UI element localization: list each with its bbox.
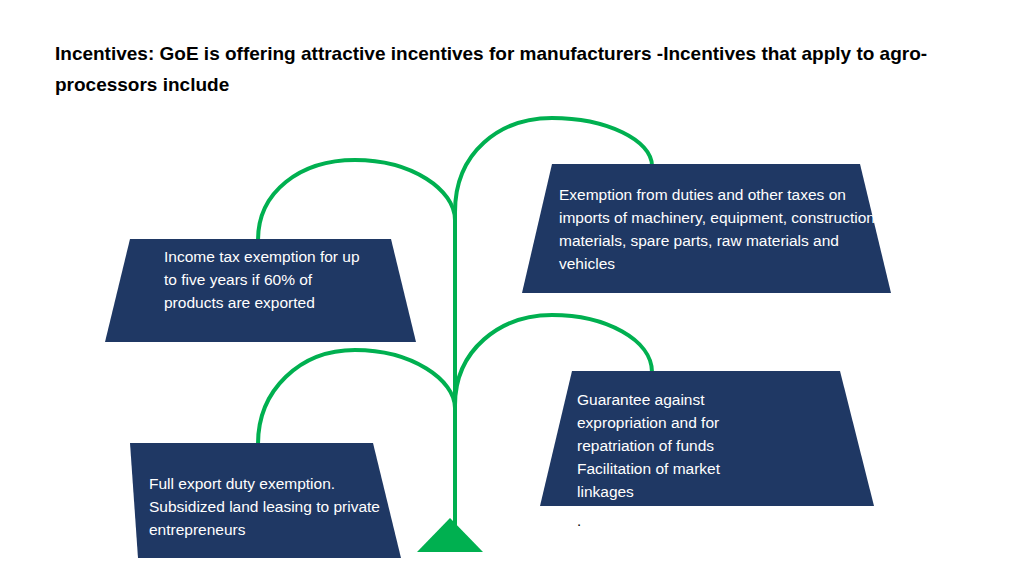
box-text: Exemption from duties and other taxes on…	[559, 183, 879, 275]
incentive-box: Guarantee against expropriation and for …	[540, 371, 874, 506]
tree-branch	[258, 160, 455, 240]
tree-stem	[453, 208, 457, 525]
box-text: Full export duty exemption.	[149, 472, 389, 495]
box-text: Guarantee against expropriation and for …	[577, 388, 757, 457]
box-text: Subsidized land leasing to private entre…	[149, 495, 389, 541]
box-text: Income tax exemption for up to five year…	[164, 245, 369, 314]
incentive-box: Full export duty exemption.Subsidized la…	[130, 443, 401, 558]
text-area: Exemption from duties and other taxes on…	[559, 183, 879, 275]
box-text: Facilitation of market linkages	[577, 457, 757, 503]
trapezoid-fill	[105, 239, 416, 342]
stray-mark: .	[577, 511, 581, 531]
incentive-box: Income tax exemption for up to five year…	[105, 239, 416, 342]
trapezoid-fill	[540, 371, 874, 506]
text-area: Guarantee against expropriation and for …	[577, 388, 757, 503]
trapezoid-shape	[522, 164, 891, 293]
trapezoid-fill	[130, 443, 401, 558]
text-area: Full export duty exemption.Subsidized la…	[149, 472, 389, 541]
tree-base	[417, 518, 483, 552]
text-area: Income tax exemption for up to five year…	[164, 245, 369, 314]
trapezoid-fill	[522, 164, 891, 293]
tree-branch	[258, 350, 455, 444]
incentive-box: Exemption from duties and other taxes on…	[522, 164, 891, 293]
diagram-title: Incentives: GoE is offering attractive i…	[55, 38, 955, 100]
